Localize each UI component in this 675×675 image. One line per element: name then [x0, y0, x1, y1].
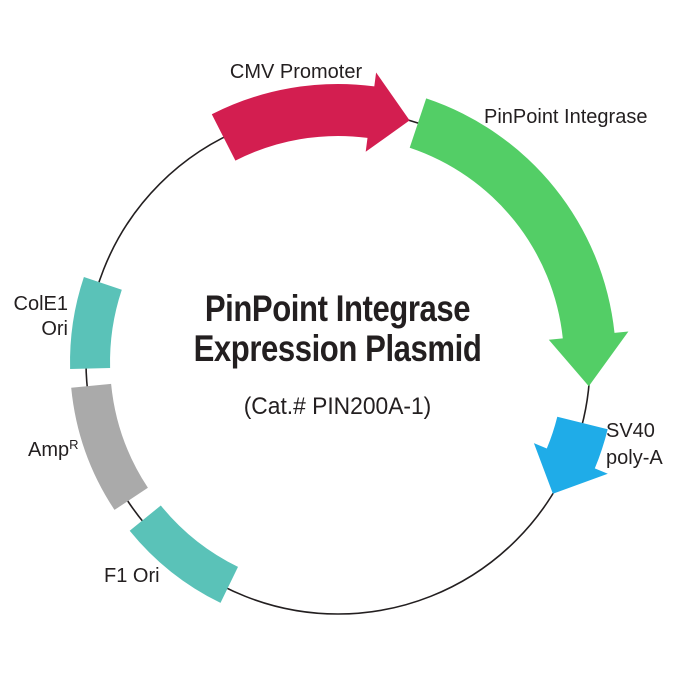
amp-resistance-segment	[71, 383, 148, 510]
f1-ori-label: F1 Ori	[104, 565, 160, 587]
sv40-polya-label-line1: SV40	[606, 420, 655, 442]
sv40-polya-arrow	[533, 416, 608, 494]
amp-resistance-label-superscript: R	[69, 437, 79, 452]
amp-resistance-label: AmpR	[28, 432, 79, 463]
cmv-promoter-arrow	[211, 72, 410, 161]
pinpoint-integrase-label: PinPoint Integrase	[484, 106, 648, 128]
cole1-ori-label-line1: ColE1	[13, 293, 68, 315]
cole1-ori-segment	[70, 277, 122, 369]
f1-ori-segment	[129, 505, 238, 603]
diagram-title-line2: Expression Plasmid	[193, 328, 482, 369]
cole1-ori-label: ColE1 Ori	[4, 292, 68, 342]
cmv-promoter-label: CMV Promoter	[229, 61, 363, 83]
amp-resistance-label-base: Amp	[28, 439, 70, 461]
diagram-title-block: PinPoint Integrase Expression Plasmid (C…	[0, 289, 675, 421]
catalog-number: (Cat.# PIN200A-1)	[243, 393, 432, 420]
diagram-title-line1: PinPoint Integrase	[204, 288, 471, 329]
sv40-polya-label-line2: poly-A	[606, 447, 663, 469]
sv40-polya-label: SV40 poly-A	[606, 418, 663, 472]
pinpoint-integrase-arrow	[409, 98, 629, 387]
cole1-ori-label-line2: Ori	[41, 318, 68, 340]
